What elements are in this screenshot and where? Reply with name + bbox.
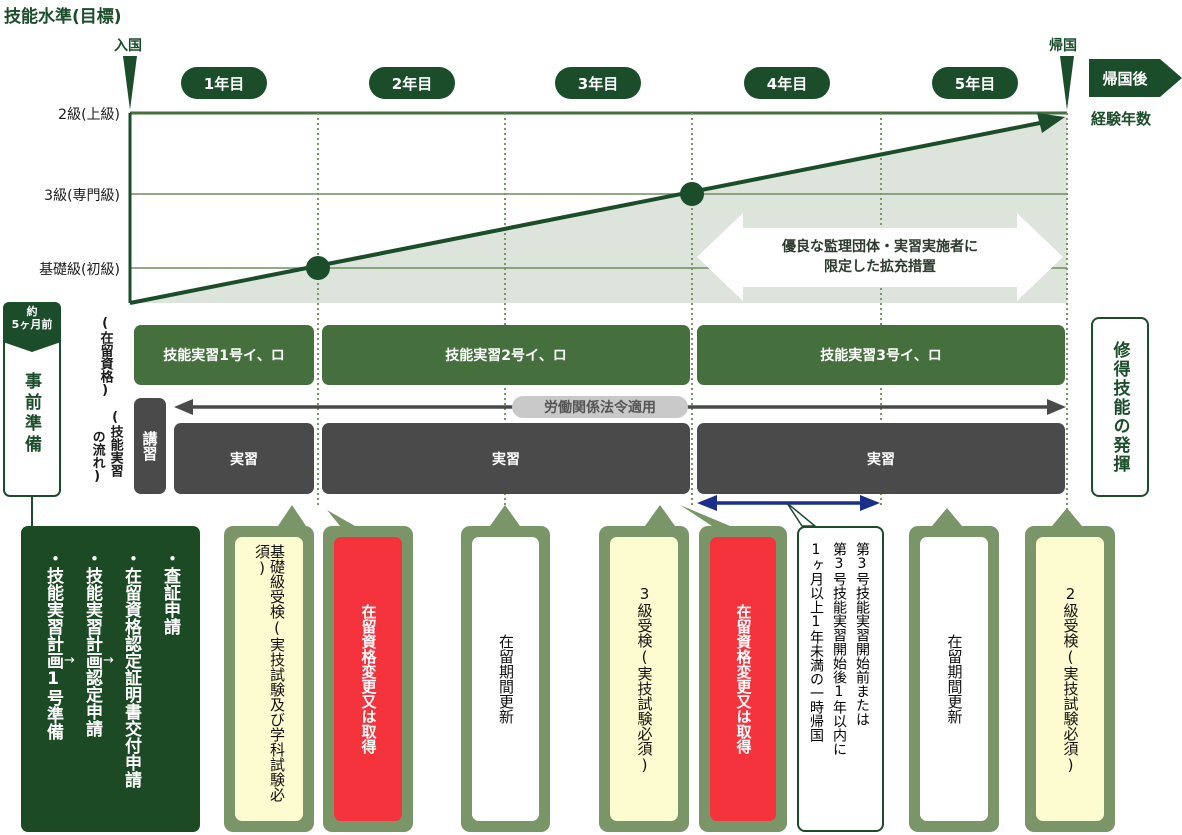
callout-renewal-2-text: 在留期間更新: [945, 634, 964, 724]
expansion-note: 優良な監理団体・実習実施者に 限定した拡充措置: [745, 238, 1015, 277]
prep-badge-line1: 約: [26, 305, 38, 318]
practice-box-2: 実習: [322, 423, 690, 494]
year-pill-2: 2年目: [369, 67, 455, 99]
callout-renewal-1: 在留期間更新: [461, 526, 550, 832]
callout-level2-exam-text: 2級受検(実技試験必須): [1061, 584, 1080, 774]
experience-years-label: 経験年数: [1091, 110, 1152, 128]
callout-status-change-2-text: 在留資格変更又は取得: [734, 604, 753, 754]
callout-status-change-1-text: 在留資格変更又は取得: [359, 604, 378, 754]
temp-return-line2: 第3号技能実習開始後1年以内に: [831, 542, 847, 756]
prep-label: 事前準備: [21, 372, 41, 456]
year-pill-1: 1年目: [181, 67, 267, 99]
prep-step-plan-prep: ・技能実習計画1号準備: [43, 550, 63, 740]
year-pill-3: 3年目: [555, 67, 641, 99]
outcome-label: 修得技能の発揮: [1109, 340, 1130, 474]
callout-renewal-2: 在留期間更新: [909, 526, 999, 832]
callout-status-change-2: 在留資格変更又は取得: [699, 526, 787, 832]
callout-basic-exam: 基礎級受検(実技試験及び学科試験必須): [224, 526, 314, 832]
labor-law-label: 労働関係法令適用: [512, 396, 688, 418]
expansion-note-line2: 限定した拡充措置: [824, 258, 936, 275]
status-box-2: 技能実習2号イ、ロ: [322, 325, 690, 385]
prep-badge-pointer: [3, 342, 61, 352]
level-label-2: 2級(上級): [58, 107, 120, 123]
callout-level3-exam-text: 3級受検(実技試験必須): [635, 584, 654, 774]
prep-step-coe: ・在留資格認定証明書交付申請: [121, 550, 141, 788]
temp-return-line3: 1ヶ月以上1年未満の一時帰国: [808, 542, 824, 742]
level-label-basic: 基礎級(初級): [39, 262, 120, 278]
status-box-3: 技能実習3号イ、ロ: [697, 325, 1065, 385]
return-label: 帰国: [1049, 38, 1077, 54]
prep-step-visa: ・査証申請: [160, 550, 180, 635]
status-box-1: 技能実習1号イ、ロ: [134, 325, 314, 385]
outcome-box: 修得技能の発揮: [1091, 317, 1149, 497]
callout-basic-exam-text: 基礎級受検(実技試験及び学科試験必須): [253, 544, 286, 802]
temp-return-line1: 第3号技能実習開始前または: [854, 542, 870, 726]
flow-row-label-1: (技能実習: [107, 410, 123, 477]
year-pill-5: 5年目: [932, 67, 1018, 99]
lecture-box: 講習: [134, 398, 166, 494]
callout-status-change-1: 在留資格変更又は取得: [323, 526, 413, 832]
prep-steps-box: ・査証申請 ・在留資格認定証明書交付申請 ・技能実習計画認定申請 ・技能実習計画…: [21, 526, 200, 832]
callout-level2-exam: 2級受検(実技試験必須): [1025, 526, 1115, 832]
chart-title: 技能水準(目標): [4, 7, 122, 27]
arrow-icon: →: [64, 653, 75, 668]
flow-row-label-2: の流れ): [89, 430, 105, 484]
entry-label: 入国: [114, 38, 142, 54]
year-pill-4: 4年目: [744, 67, 830, 99]
callout-level3-exam: 3級受検(実技試験必須): [599, 526, 689, 832]
prep-step-plan-approval: ・技能実習計画認定申請: [82, 550, 102, 737]
arrow-icon: →: [103, 653, 114, 668]
expansion-note-line1: 優良な監理団体・実習実施者に: [782, 239, 978, 255]
callout-renewal-1-text: 在留期間更新: [497, 634, 515, 724]
practice-box-1: 実習: [174, 423, 314, 494]
after-return-label: 帰国後: [1102, 69, 1148, 88]
status-row-label: (在留資格): [97, 316, 113, 398]
prep-badge: 約 5ヶ月前: [3, 302, 61, 342]
level-label-3: 3級(専門級): [44, 188, 120, 204]
temp-return-note: 第3号技能実習開始前または 第3号技能実習開始後1年以内に 1ヶ月以上1年未満の…: [797, 526, 884, 832]
prep-box: 約 5ヶ月前 事前準備: [3, 302, 61, 497]
practice-box-3: 実習: [697, 423, 1065, 494]
prep-badge-line2: 5ヶ月前: [11, 318, 53, 332]
